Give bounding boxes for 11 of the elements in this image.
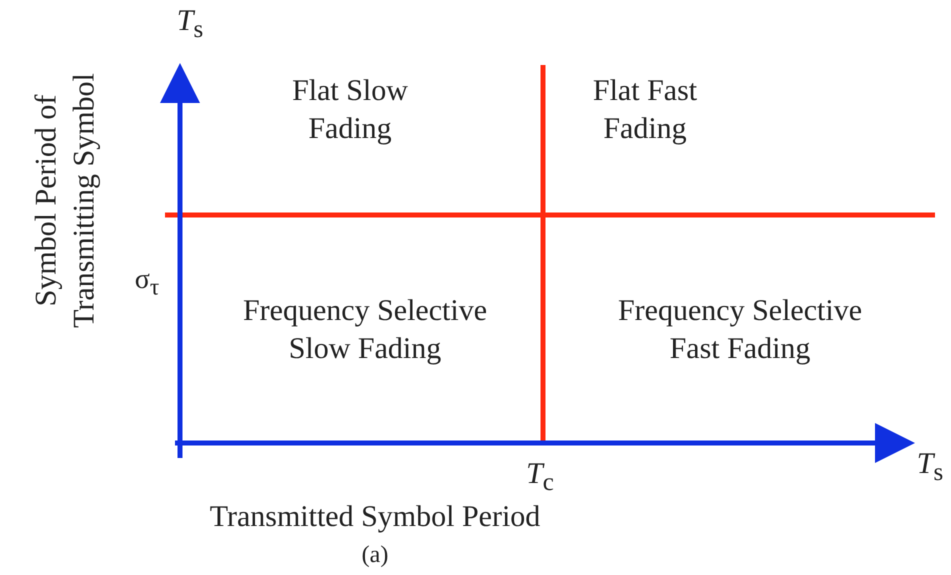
quadrant-label: Flat Fast Fading (592, 73, 698, 146)
axis-title: Transmitted Symbol Period (208, 499, 542, 535)
quadrant-label: Flat Slow Fading (291, 73, 409, 146)
tick-label: σ$_{τ}$ (134, 263, 160, 303)
panel-label: (a) (360, 541, 390, 570)
axis-label: T$_{s}$ (916, 446, 944, 488)
quadrant-label: Frequency Selective Slow Fading (242, 293, 488, 366)
axis-label: T$_{s}$ (176, 3, 204, 45)
quadrant-label: Frequency Selective Fast Fading (616, 293, 864, 366)
tick-label: T$_{c}$ (525, 456, 555, 498)
axis-title: Symbol Period of Transmitting Symbol (28, 72, 101, 330)
